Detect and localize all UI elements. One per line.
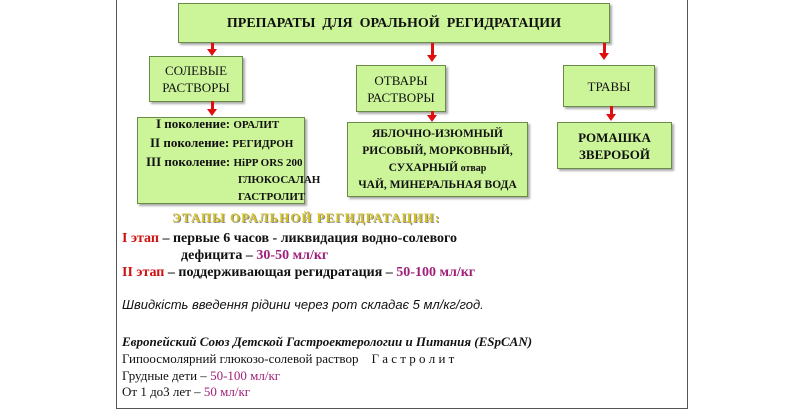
label: II поколение:	[150, 135, 233, 150]
stage-text: – поддерживающая регидратация –	[164, 265, 397, 280]
stage-label: II этап	[122, 265, 165, 280]
stage-text: дефицита –	[181, 248, 257, 263]
label: СОЛЕВЫЕ	[164, 63, 228, 78]
line: ГАСТРОЛИТ	[238, 191, 306, 203]
espgan-line: От 1 до3 лет – 50 мл/кг	[122, 384, 250, 400]
line: ЧАЙ, МИНЕРАЛЬНАЯ ВОДА	[358, 178, 517, 191]
arrow-icon	[207, 43, 217, 56]
label: I поколение:	[156, 116, 234, 131]
line: СУХАРНЫЙ отвар	[348, 160, 527, 177]
stage-label: I этап	[122, 231, 159, 246]
arrow-icon	[207, 101, 217, 116]
stage-value: 50-100 мл/кг	[396, 265, 476, 280]
text: От 1 до3 лет –	[122, 384, 204, 399]
herbs-box: РОМАШКА ЗВЕРОБОЙ	[557, 122, 672, 169]
line: ГЛЮКОСАЛАН	[238, 174, 321, 186]
espgan-heading: Европейский Союз Детской Гастроектеролог…	[122, 334, 533, 349]
arrow-icon	[427, 43, 437, 62]
arrow-icon	[599, 43, 609, 60]
label: РАСТВОРЫ	[367, 89, 435, 105]
value: 50 мл/кг	[203, 384, 251, 399]
title-text: ПРЕПАРАТЫ ДЛЯ ОРАЛЬНОЙ РЕГИДРАТАЦИИ	[226, 15, 562, 31]
decoctions-box: ЯБЛОЧНО-ИЗЮМНЫЙ РИСОВЫЙ, МОРКОВНЫЙ, СУХА…	[347, 122, 528, 197]
line: РИСОВЫЙ, МОРКОВНЫЙ,	[362, 144, 513, 157]
text: СУХАРНЫЙ	[388, 161, 459, 174]
category-salts: СОЛЕВЫЕ РАСТВОРЫ	[149, 56, 243, 102]
value: 50-100 мл/кг	[210, 368, 281, 383]
line: II поколение: РЕГИДРОН	[146, 134, 304, 153]
arrow-icon	[427, 111, 437, 122]
arrow-icon	[606, 106, 616, 121]
espgan-line: Грудные дети – 50-100 мл/кг	[122, 368, 280, 384]
title-box: ПРЕПАРАТЫ ДЛЯ ОРАЛЬНОЙ РЕГИДРАТАЦИИ	[178, 3, 610, 43]
line: ЗВЕРОБОЙ	[579, 146, 650, 162]
value: РЕГИДРОН	[232, 138, 294, 150]
stages-heading: ЭТАПЫ ОРАЛЬНОЙ РЕГИДРАТАЦИИ:	[172, 210, 441, 225]
value: HiPP ORS 200	[233, 157, 303, 169]
label: РАСТВОРЫ	[162, 80, 230, 95]
line: РОМАШКА	[578, 129, 651, 145]
stage-1: I этап – первые 6 часов - ликвидация вод…	[122, 231, 457, 247]
salts-box: I поколение: ОРАЛИТ II поколение: РЕГИДР…	[137, 115, 321, 204]
stage-1-deficit: дефицита – 30-50 мл/кг	[181, 248, 328, 264]
label: ТРАВЫ	[587, 78, 631, 94]
line: I поколение: ОРАЛИТ	[146, 115, 304, 134]
label: III поколение:	[146, 154, 234, 169]
espgan-line: Гипоосмолярний глюкозо-солевой раствор Г…	[122, 351, 455, 366]
stage-text: – первые 6 часов - ликвидация водно-соле…	[158, 231, 458, 246]
speed-note: Швидкість введення рідини через рот скла…	[122, 297, 484, 312]
value: ОРАЛИТ	[233, 119, 280, 131]
line: ЯБЛОЧНО-ИЗЮМНЫЙ	[371, 127, 503, 140]
stage-2: II этап – поддерживающая регидратация – …	[122, 265, 475, 281]
text: Грудные дети –	[122, 368, 211, 383]
stage-value: 30-50 мл/кг	[256, 248, 329, 263]
label: ОТВАРЫ	[374, 72, 428, 88]
line: III поколение: HiPP ORS 200	[146, 153, 304, 172]
text: отвар	[458, 162, 487, 174]
category-herbs: ТРАВЫ	[563, 65, 655, 107]
